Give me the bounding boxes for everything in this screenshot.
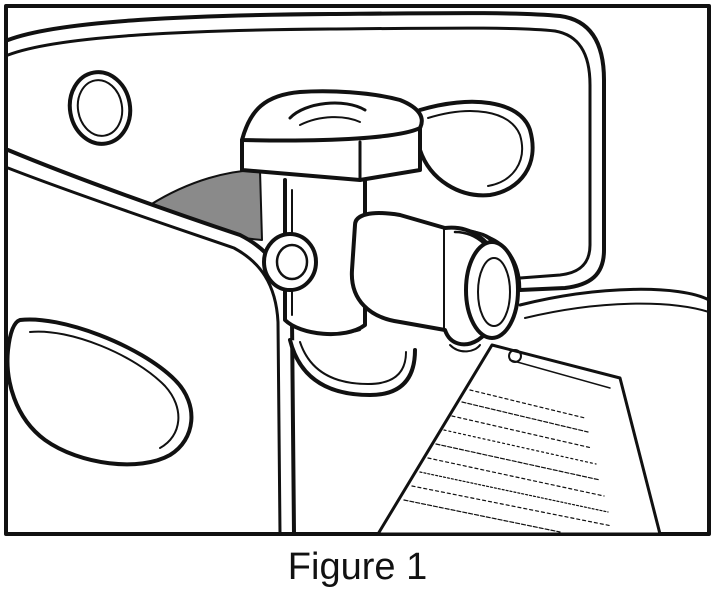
handwheel-icon xyxy=(240,89,424,182)
tank-dome-inner-icon xyxy=(524,302,710,319)
figure-caption: Figure 1 xyxy=(287,546,428,588)
tank-dome-icon xyxy=(518,287,711,307)
front-collar-icon xyxy=(5,148,296,536)
warning-label-icon xyxy=(376,343,662,536)
valve-body-icon xyxy=(262,178,367,337)
threaded-outlet-icon xyxy=(349,211,522,353)
figure-illustration xyxy=(4,4,711,536)
tank-collar-icon xyxy=(6,11,606,292)
